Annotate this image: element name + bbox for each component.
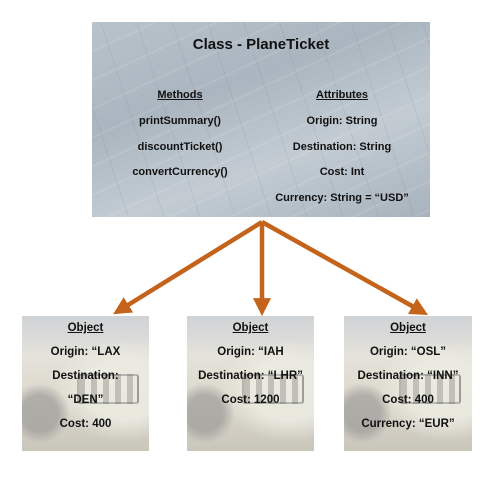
arrow-to-object-1	[113, 220, 264, 315]
object-heading: Object	[390, 322, 426, 334]
object-field: Origin: “IAH	[217, 346, 284, 358]
arrow-to-object-3	[260, 220, 429, 315]
attribute-item: Destination: String	[292, 140, 392, 153]
class-box: Class - PlaneTicket Methods printSummary…	[92, 22, 430, 217]
methods-heading: Methods	[157, 89, 203, 101]
method-item: convertCurrency()	[132, 166, 228, 178]
object-field: Currency: “EUR”	[361, 418, 455, 430]
object-field: Origin: “OSL”	[369, 346, 447, 358]
attribute-item: Origin: String	[306, 115, 378, 127]
object-heading: Object	[232, 322, 269, 334]
methods-column: Methods printSummary() discountTicket() …	[106, 89, 254, 191]
attribute-item: Cost: Int	[319, 166, 365, 178]
object-heading: Object	[67, 322, 104, 334]
attributes-heading: Attributes	[316, 89, 368, 101]
method-item: printSummary()	[139, 115, 221, 127]
object-box-1: Object Origin: “LAX Destination: “DEN” C…	[22, 316, 149, 451]
object-field: Cost: 1200	[221, 394, 280, 406]
object-field: Destination: “LHR”	[198, 370, 303, 382]
object-field: Destination:	[52, 370, 119, 382]
object-field: Cost: 400	[59, 418, 112, 430]
object-field: Destination: “INN”	[357, 370, 459, 382]
object-field: “DEN”	[67, 394, 104, 406]
attributes-column: Attributes Origin: String Destination: S…	[260, 89, 424, 216]
object-field: Cost: 400	[382, 394, 434, 406]
class-title: Class - PlaneTicket	[192, 36, 330, 53]
object-box-2: Object Origin: “IAH Destination: “LHR” C…	[187, 316, 314, 451]
method-item: discountTicket()	[137, 140, 223, 153]
object-field: Origin: “LAX	[50, 346, 121, 358]
attribute-item: Currency: String = “USD”	[275, 191, 409, 204]
object-box-3: Object Origin: “OSL” Destination: “INN” …	[344, 316, 472, 451]
